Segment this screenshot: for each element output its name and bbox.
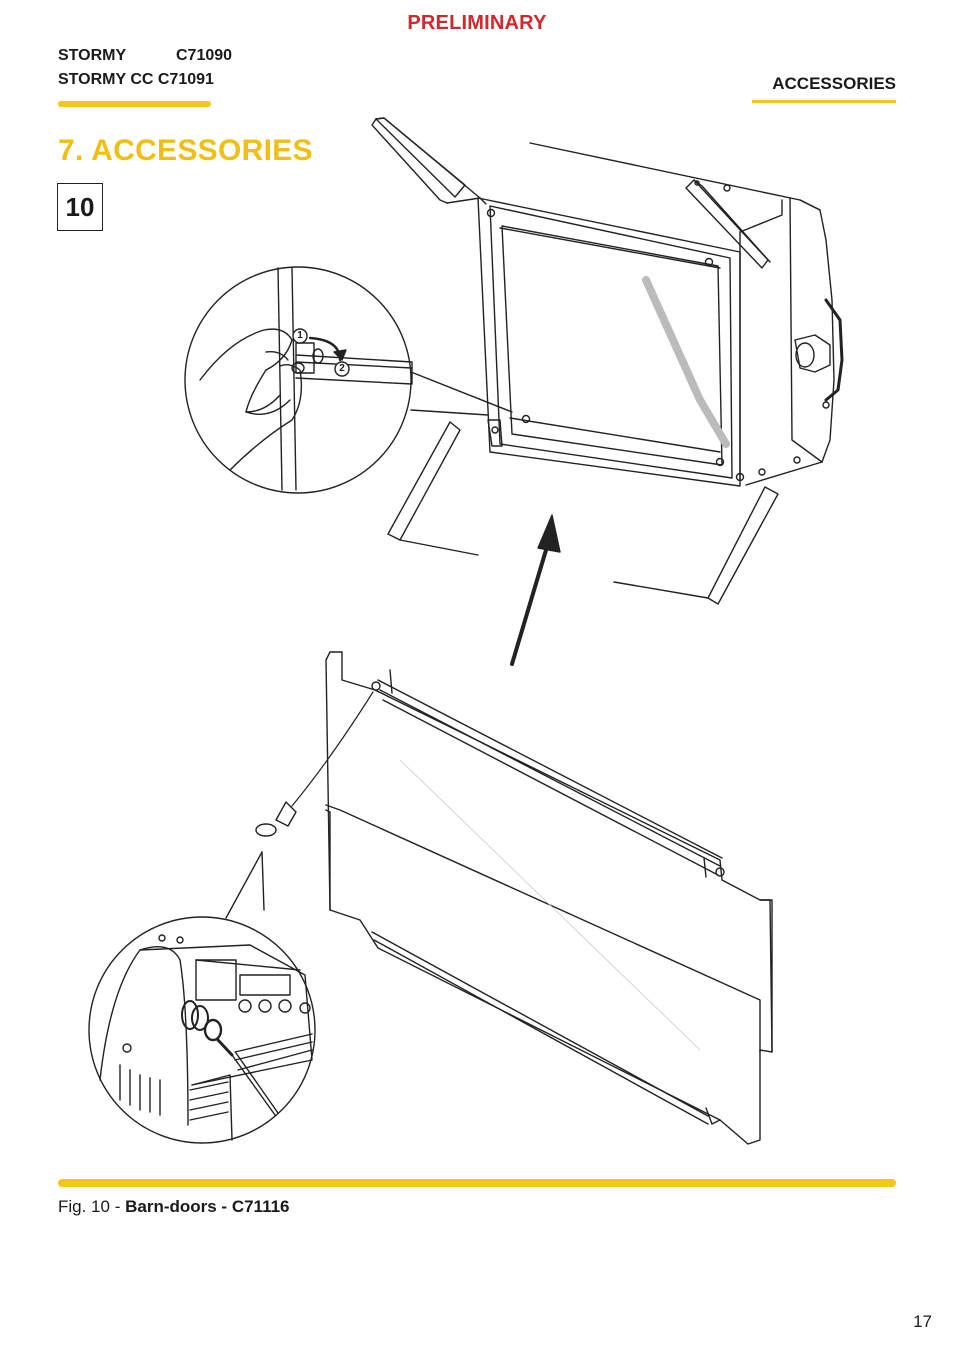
- right-barn-door-leaf: [685, 179, 771, 269]
- lower-barn-door-leaves: [387, 421, 779, 605]
- model-code: C71090: [176, 47, 233, 64]
- barn-doors-illustration: [88, 117, 844, 1145]
- preliminary-stamp: PRELIMINARY: [407, 12, 547, 34]
- callout-step-1-label: 1: [297, 330, 303, 341]
- model-name: STORMY CC: [58, 71, 154, 88]
- caption-prefix: Fig. 10 -: [58, 1197, 126, 1216]
- model-name: STORMY: [58, 47, 127, 64]
- callout-step-2-label: 2: [339, 363, 345, 374]
- page-number: 17: [913, 1312, 932, 1331]
- header-right-rule: [752, 100, 896, 103]
- upper-barn-door-leaf: [371, 117, 487, 205]
- callout-step-1-circle: [292, 328, 308, 344]
- model-list: STORMY C71090 STORMY CC C71091: [58, 44, 232, 92]
- header-left-rule: [58, 101, 211, 107]
- section-label: ACCESSORIES: [772, 74, 896, 93]
- caption-rule: [58, 1179, 896, 1187]
- callout-step-2-circle: [334, 361, 350, 377]
- model-row: STORMY C71090: [58, 44, 232, 68]
- figure-caption: Fig. 10 - Barn-doors - C71116: [58, 1197, 290, 1217]
- front-frame: [477, 197, 745, 487]
- chapter-title: 7. ACCESSORIES: [58, 134, 313, 167]
- caption-title: Barn-doors - C71116: [125, 1197, 290, 1216]
- detail-circle-clip: [184, 266, 513, 494]
- fixture-housing: [529, 142, 844, 486]
- model-code: C71091: [157, 71, 214, 88]
- model-row: STORMY CC C71091: [58, 68, 232, 92]
- barn-door-panel: [325, 651, 773, 1145]
- figure-number-box: 10: [57, 183, 103, 231]
- mounting-arrow: [510, 514, 561, 666]
- detail-circle-cable: [88, 851, 316, 1144]
- safety-cable: [255, 691, 374, 837]
